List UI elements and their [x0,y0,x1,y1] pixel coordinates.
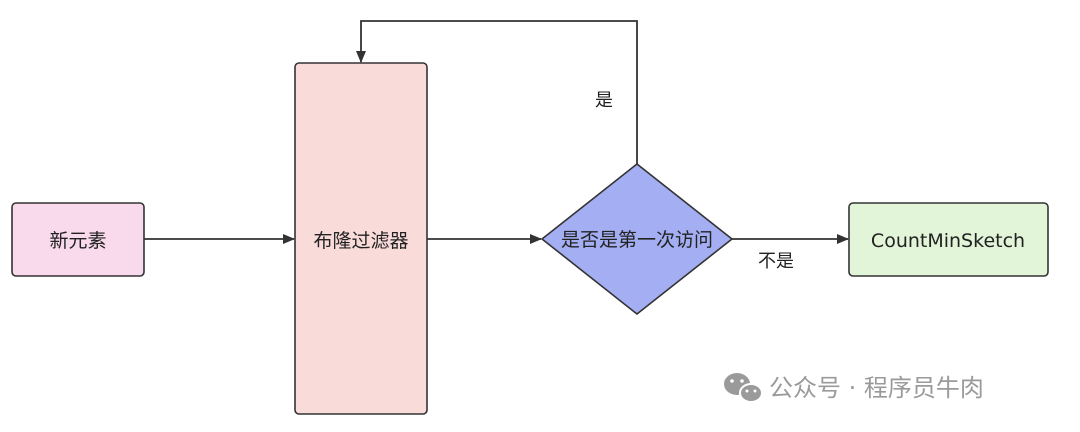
node-count-min-sketch-label: CountMinSketch [871,230,1025,252]
watermark: 公众号 · 程序员牛肉 [724,373,984,403]
node-bloom-filter-label: 布隆过滤器 [313,230,408,252]
node-bloom-filter: 布隆过滤器 [294,62,428,415]
edge-label-no: 不是 [758,251,794,272]
node-new-element-label: 新元素 [49,230,106,252]
node-count-min-sketch: CountMinSketch [848,202,1049,277]
node-count-min-sketch-box [848,202,1049,277]
node-first-visit-diamond [540,162,734,316]
node-first-visit-label: 是否是第一次访问 [561,229,713,251]
wechat-icon [724,373,763,403]
node-new-element: 新元素 [11,202,145,277]
watermark-text: 公众号 · 程序员牛肉 [769,374,984,402]
edge-decision-loop-back [356,20,638,164]
edge-label-yes: 是 [595,90,613,111]
node-first-visit-decision: 是否是第一次访问 [540,162,734,316]
